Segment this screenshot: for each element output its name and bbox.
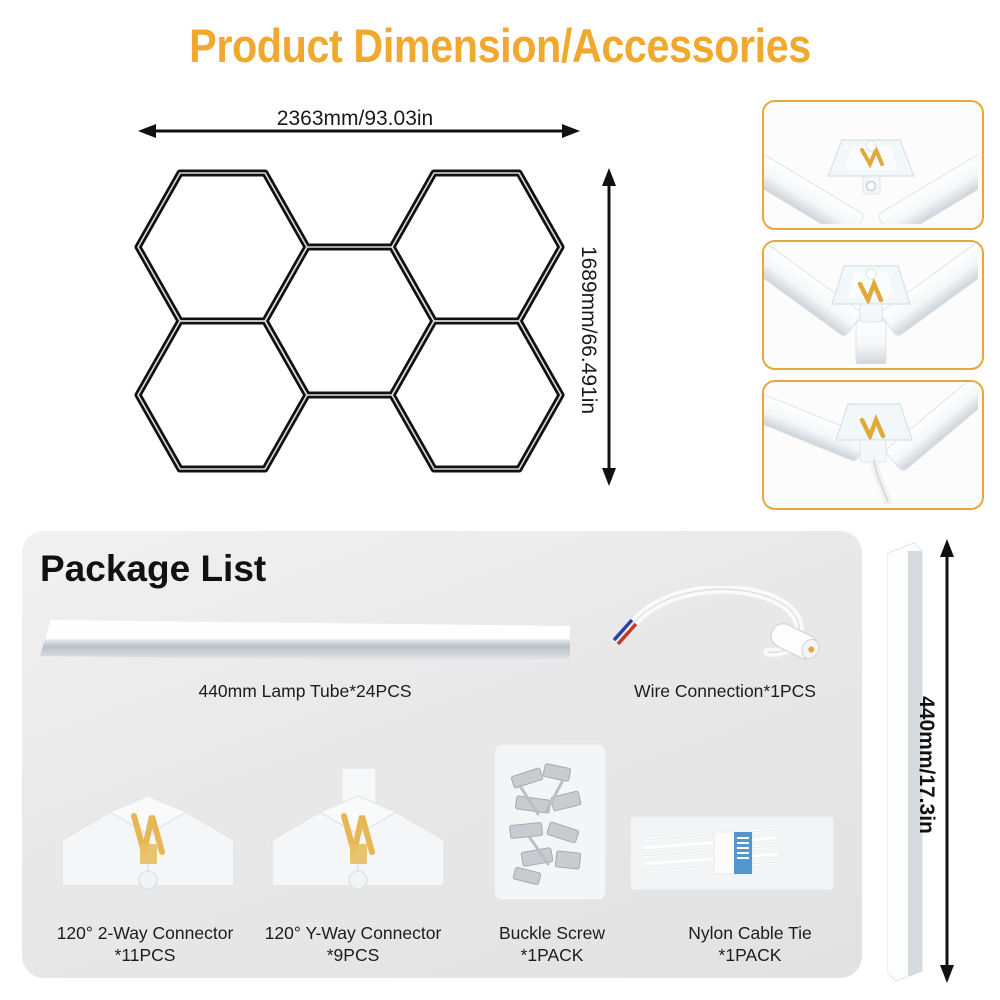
hexagon-bottom-left <box>134 317 311 473</box>
buckle-screw-image <box>486 738 618 906</box>
package-list-panel <box>22 531 862 978</box>
hexagon-dimension-diagram <box>110 150 610 500</box>
vertical-lamp-tube-image <box>884 539 926 983</box>
page-title: Product Dimension/Accessories <box>189 19 811 72</box>
hexagon-grid-svg <box>134 169 565 473</box>
width-dimension-label: 2363mm/93.03in <box>276 107 434 130</box>
y-way-connector-label-line2: *9PCS <box>326 945 380 966</box>
hexagon-center <box>261 243 438 399</box>
two-way-connector-label-line2: *11PCS <box>114 945 176 966</box>
connector-photo-2way[interactable] <box>762 100 984 230</box>
hexagon-bottom-right <box>388 317 565 473</box>
wire-connection-label: Wire Connection*1PCS <box>634 681 816 701</box>
package-list-heading: Package List <box>40 548 267 589</box>
buckle-screw-label: Buckle Screw *1PACK <box>452 922 652 967</box>
nylon-cable-tie-label: Nylon Cable Tie *1PACK <box>650 922 850 967</box>
lamp-tube-image <box>40 620 570 662</box>
buckle-screw-label-line1: Buckle Screw <box>498 923 605 943</box>
nylon-cable-tie-image <box>626 806 838 902</box>
y-way-connector-label: 120° Y-Way Connector *9PCS <box>228 922 478 967</box>
buckle-screw-label-line2: *1PACK <box>520 945 584 966</box>
connector-photo-yway[interactable] <box>762 240 984 370</box>
two-way-connector-label: 120° 2-Way Connector *11PCS <box>20 922 270 967</box>
two-way-connector-image <box>48 778 248 896</box>
wire-connection-image <box>600 584 850 678</box>
lamp-tube-label: 440mm Lamp Tube*24PCS <box>198 681 412 701</box>
y-way-connector-label-line1: 120° Y-Way Connector <box>264 923 442 943</box>
y-way-connector-image <box>258 762 458 896</box>
connector-photo-yway-with-wire[interactable] <box>762 380 984 510</box>
height-dimension-arrow <box>600 168 618 486</box>
hexagon-top-right <box>388 169 565 325</box>
height-dimension-label: 1689mm/66.491in <box>577 245 600 415</box>
tube-dimension-arrow <box>938 539 956 983</box>
two-way-connector-label-line1: 120° 2-Way Connector <box>56 923 234 943</box>
nylon-cable-tie-label-line2: *1PACK <box>718 945 782 966</box>
tube-dimension-label: 440mm/17.3in <box>915 696 938 834</box>
width-dimension-arrow <box>138 122 580 140</box>
nylon-cable-tie-label-line1: Nylon Cable Tie <box>688 923 812 943</box>
hexagon-top-left <box>134 169 311 325</box>
